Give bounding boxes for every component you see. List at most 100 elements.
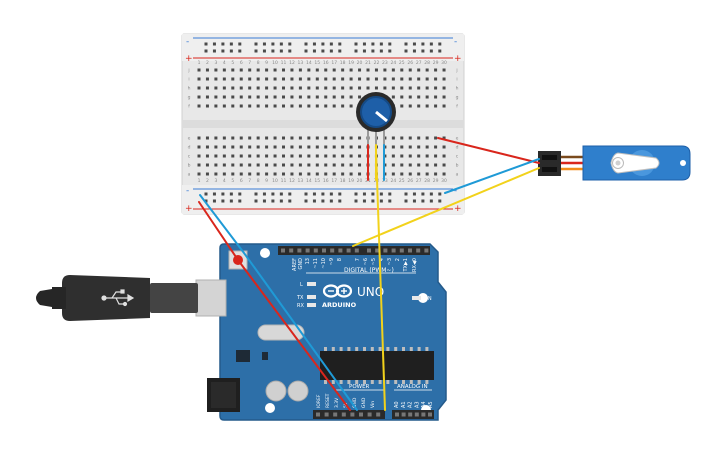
breadboard-hole[interactable] [205,77,209,81]
breadboard-hole[interactable] [222,95,226,99]
breadboard-hole[interactable] [366,77,370,81]
breadboard-hole[interactable] [197,104,201,108]
breadboard-hole[interactable] [298,104,302,108]
rail-hole[interactable] [379,192,383,196]
rail-hole[interactable] [204,192,208,196]
breadboard-hole[interactable] [391,95,395,99]
breadboard-hole[interactable] [434,172,438,176]
rail-hole[interactable] [388,192,392,196]
header-pin[interactable] [305,248,310,253]
rail-hole[interactable] [429,192,433,196]
breadboard-hole[interactable] [205,145,209,149]
breadboard-hole[interactable] [434,104,438,108]
breadboard-hole[interactable] [231,68,235,72]
rail-hole[interactable] [288,199,292,203]
breadboard-hole[interactable] [265,136,269,140]
breadboard-hole[interactable] [332,154,336,158]
breadboard-hole[interactable] [358,86,362,90]
breadboard-hole[interactable] [349,86,353,90]
breadboard-hole[interactable] [298,163,302,167]
breadboard-hole[interactable] [408,172,412,176]
breadboard-hole[interactable] [315,86,319,90]
breadboard-hole[interactable] [332,136,336,140]
breadboard-hole[interactable] [434,86,438,90]
rail-hole[interactable] [388,49,392,53]
rail-hole[interactable] [221,199,225,203]
breadboard-hole[interactable] [205,172,209,176]
breadboard-hole[interactable] [231,104,235,108]
breadboard-hole[interactable] [290,163,294,167]
breadboard-hole[interactable] [307,172,311,176]
rail-hole[interactable] [238,192,242,196]
rail-hole[interactable] [238,42,242,46]
breadboard-hole[interactable] [256,145,260,149]
breadboard-hole[interactable] [417,86,421,90]
breadboard-hole[interactable] [425,145,429,149]
rail-hole[interactable] [412,192,416,196]
breadboard-hole[interactable] [332,95,336,99]
breadboard-hole[interactable] [282,163,285,167]
rail-hole[interactable] [371,49,375,53]
rail-hole[interactable] [279,42,283,46]
wire-blue-gnd[interactable] [199,194,358,411]
breadboard-hole[interactable] [197,77,201,81]
breadboard[interactable]: - + - + - + - + 112233445566778899101011… [181,33,465,215]
breadboard-hole[interactable] [265,104,269,108]
header-pin[interactable] [376,412,381,417]
breadboard-hole[interactable] [400,154,404,158]
servo-connector[interactable] [538,151,561,176]
header-pin[interactable] [359,412,363,417]
breadboard-hole[interactable] [349,104,353,108]
breadboard-hole[interactable] [332,86,336,90]
rail-hole[interactable] [338,49,342,53]
breadboard-hole[interactable] [324,86,328,90]
breadboard-hole[interactable] [273,172,277,176]
wires[interactable] [198,137,540,411]
breadboard-hole[interactable] [239,145,243,149]
breadboard-hole[interactable] [290,95,294,99]
breadboard-hole[interactable] [197,95,201,99]
breadboard-hole[interactable] [341,95,345,99]
rail-hole[interactable] [362,199,366,203]
breadboard-hole[interactable] [239,104,243,108]
breadboard-hole[interactable] [205,136,209,140]
rail-hole[interactable] [429,42,433,46]
breadboard-hole[interactable] [408,163,412,167]
breadboard-hole[interactable] [324,68,328,72]
breadboard-hole[interactable] [349,154,353,158]
header-pin[interactable] [421,412,426,417]
breadboard-hole[interactable] [248,136,252,140]
breadboard-hole[interactable] [442,145,446,149]
rail-hole[interactable] [429,199,433,203]
breadboard-hole[interactable] [425,68,429,72]
breadboard-hole[interactable] [341,68,345,72]
breadboard-hole[interactable] [307,163,311,167]
wire-red-5v[interactable] [198,201,351,411]
breadboard-hole[interactable] [239,136,243,140]
rail-hole[interactable] [338,42,342,46]
rail-hole[interactable] [288,42,292,46]
header-pin[interactable] [330,248,335,253]
breadboard-hole[interactable] [341,77,345,81]
breadboard-hole[interactable] [324,104,328,108]
breadboard-hole[interactable] [332,163,336,167]
breadboard-hole[interactable] [231,172,235,176]
rail-hole[interactable] [421,49,425,53]
breadboard-hole[interactable] [256,86,260,90]
breadboard-hole[interactable] [324,145,328,149]
rail-hole[interactable] [354,199,358,203]
rail-hole[interactable] [388,42,392,46]
wire-yellow-pin9[interactable] [352,167,540,247]
breadboard-hole[interactable] [349,77,353,81]
breadboard-hole[interactable] [391,154,395,158]
breadboard-hole[interactable] [383,68,387,72]
breadboard-hole[interactable] [282,172,285,176]
rail-hole[interactable] [329,199,333,203]
breadboard-hole[interactable] [408,95,412,99]
rail-hole[interactable] [438,199,442,203]
breadboard-hole[interactable] [282,86,285,90]
breadboard-hole[interactable] [315,154,319,158]
breadboard-hole[interactable] [290,154,294,158]
rail-hole[interactable] [404,199,408,203]
breadboard-hole[interactable] [214,104,218,108]
